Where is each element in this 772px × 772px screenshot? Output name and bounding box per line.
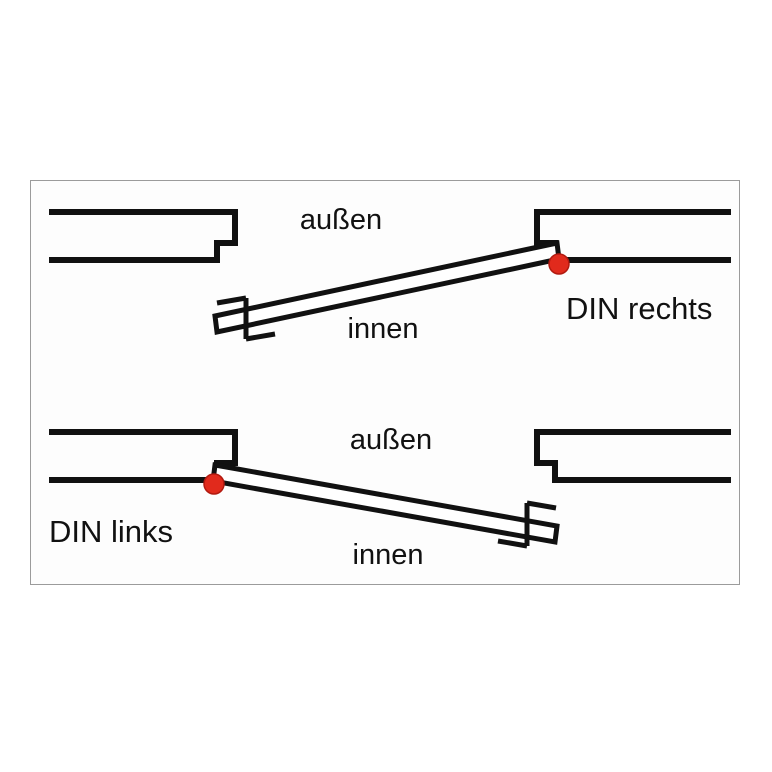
top-innen-label: innen [348,313,419,345]
diagram-panel: außen innen DIN rechts außen innen DIN l… [30,180,740,585]
top-right-frame-profile [534,209,731,263]
bottom-right-frame-profile [534,429,731,483]
bottom-hinge-pivot-dot [203,473,225,495]
din-orientation-diagram: außen innen DIN rechts außen innen DIN l… [49,204,731,571]
top-aussen-label: außen [300,204,382,236]
bottom-door-leaf [210,462,560,545]
bottom-left-frame-profile [49,429,238,483]
bottom-aussen-label: außen [350,424,432,456]
top-hinge-pivot-dot [548,253,570,275]
top-left-frame-profile [49,209,238,263]
bottom-innen-label: innen [353,539,424,571]
bottom-door-handle-icon [497,500,557,549]
top-door-handle-icon [216,295,276,342]
bottom-title-din-links: DIN links [49,514,173,549]
top-title-din-rechts: DIN rechts [566,291,712,326]
